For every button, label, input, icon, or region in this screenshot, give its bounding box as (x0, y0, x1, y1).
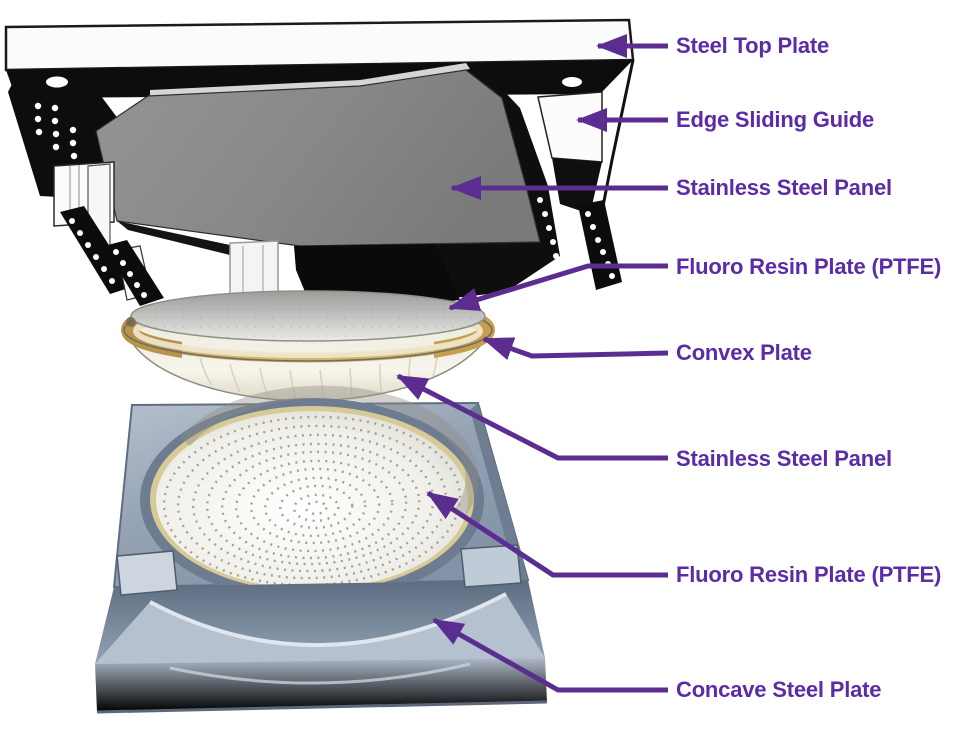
callout-arrows (396, 34, 669, 693)
base-front-bulge (95, 594, 545, 664)
arrow-concave-steel-plate (432, 617, 668, 693)
base-front-arc (149, 592, 507, 647)
arrow-convex-plate (482, 336, 669, 360)
tier-arc (169, 662, 471, 685)
arrow-fluoro-resin-bottom (426, 490, 668, 578)
label-concave-steel-plate: Concave Steel Plate (676, 677, 882, 702)
fluoro-resin-bottom-shape (156, 411, 468, 589)
label-fluoro-resin-plate-bottom: Fluoro Resin Plate (PTFE) (676, 562, 942, 587)
convex-striations (199, 349, 439, 400)
left-notch (116, 550, 178, 596)
top-assembly-illustration (4, 18, 635, 311)
base-right-edge (470, 403, 528, 584)
left-wing-bolt-dots (34, 102, 78, 160)
right-notch (460, 544, 522, 588)
bolt-hole-right (562, 77, 582, 87)
ptfe-speckle (131, 291, 485, 341)
label-stainless-steel-panel-top: Stainless Steel Panel (676, 175, 892, 200)
concave-base-illustration (95, 385, 548, 714)
stainless-steel-panel-shape (95, 69, 541, 247)
label-edge-sliding-guide: Edge Sliding Guide (676, 107, 875, 132)
label-convex-plate: Convex Plate (676, 340, 812, 365)
base-bottom-edge (96, 700, 548, 714)
label-fluoro-resin-plate-top: Fluoro Resin Plate (PTFE) (676, 254, 942, 279)
label-steel-top-plate: Steel Top Plate (676, 33, 830, 58)
arrow-fluoro-resin-top (448, 263, 668, 312)
rim-left-shade (126, 317, 136, 327)
label-stainless-steel-panel-mid: Stainless Steel Panel (676, 446, 892, 471)
panel-shadow-left (117, 221, 230, 255)
arrow-stainless-steel-panel-mid (396, 373, 668, 461)
panel-top-highlight (150, 63, 470, 96)
bolt-hole-left (46, 76, 68, 88)
convex-plate-illustration (121, 290, 495, 402)
bowl-recess (140, 385, 484, 602)
left-bracket (53, 161, 164, 306)
